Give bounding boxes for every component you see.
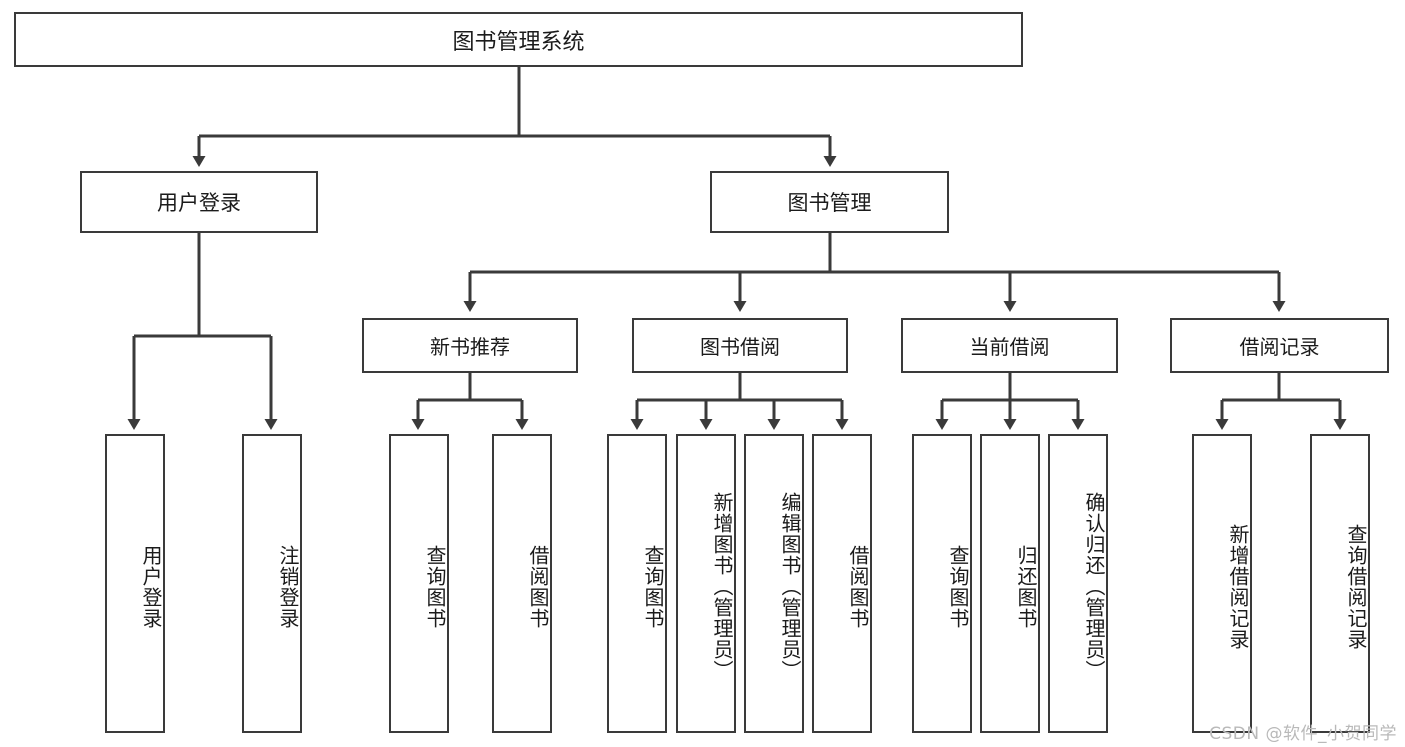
node-label: 新增图书（管理员）: [710, 492, 734, 681]
node-leaf-return-book[interactable]: 归还图书: [980, 434, 1040, 733]
node-label: 当前借阅: [969, 335, 1050, 359]
node-label: 图书借阅: [700, 335, 780, 359]
node-label: 借阅图书: [846, 544, 870, 629]
node-new-book-recommend[interactable]: 新书推荐: [362, 318, 578, 373]
node-current-borrow[interactable]: 当前借阅: [901, 318, 1118, 373]
node-label: 用户登录: [157, 191, 241, 215]
node-label: 注销登录: [276, 544, 300, 629]
node-leaf-user-login[interactable]: 用户登录: [105, 434, 165, 733]
node-leaf-query-book-2[interactable]: 查询图书: [607, 434, 667, 733]
node-label: 查询图书: [423, 544, 447, 629]
node-label: 新增借阅记录: [1226, 523, 1250, 650]
node-leaf-query-record[interactable]: 查询借阅记录: [1310, 434, 1370, 733]
node-leaf-add-record[interactable]: 新增借阅记录: [1192, 434, 1252, 733]
node-leaf-query-book-3[interactable]: 查询图书: [912, 434, 972, 733]
node-label: 用户登录: [139, 544, 163, 629]
node-borrow-record[interactable]: 借阅记录: [1170, 318, 1389, 373]
node-label: 图书管理: [787, 191, 872, 215]
node-label: 归还图书: [1014, 544, 1038, 629]
node-leaf-borrow-book-1[interactable]: 借阅图书: [492, 434, 552, 733]
watermark-csdn: CSDN @软件_小贺同学: [1209, 724, 1397, 744]
node-label: 查询图书: [946, 544, 970, 629]
node-label: 借阅记录: [1239, 335, 1320, 359]
node-root-system[interactable]: 图书管理系统: [14, 12, 1023, 67]
node-label: 图书管理系统: [452, 29, 585, 55]
node-leaf-query-book-1[interactable]: 查询图书: [389, 434, 449, 733]
node-label: 新书推荐: [430, 335, 510, 359]
node-label: 查询借阅记录: [1344, 523, 1368, 650]
node-leaf-edit-book[interactable]: 编辑图书（管理员）: [744, 434, 804, 733]
node-leaf-add-book[interactable]: 新增图书（管理员）: [676, 434, 736, 733]
node-label: 编辑图书（管理员）: [778, 492, 802, 681]
node-user-login[interactable]: 用户登录: [80, 171, 318, 233]
node-book-manage[interactable]: 图书管理: [710, 171, 949, 233]
node-leaf-user-logout[interactable]: 注销登录: [242, 434, 302, 733]
node-label: 借阅图书: [526, 544, 550, 629]
node-leaf-confirm-return[interactable]: 确认归还（管理员）: [1048, 434, 1108, 733]
node-leaf-borrow-book-2[interactable]: 借阅图书: [812, 434, 872, 733]
node-book-borrow[interactable]: 图书借阅: [632, 318, 848, 373]
node-label: 确认归还（管理员）: [1082, 492, 1106, 681]
node-label: 查询图书: [641, 544, 665, 629]
